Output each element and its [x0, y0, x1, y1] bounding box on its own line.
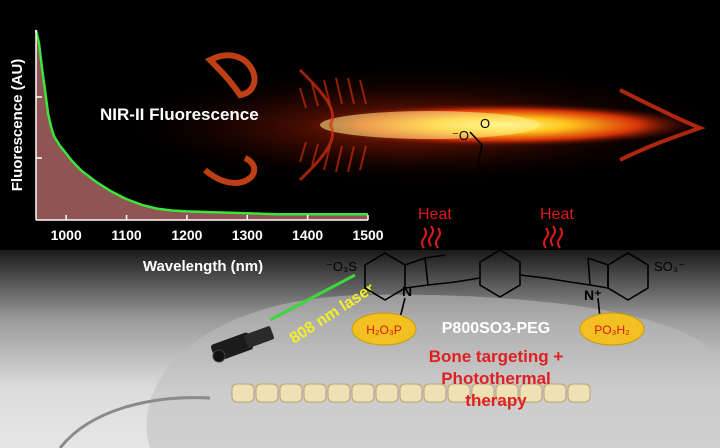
x-tick-label: 1100: [111, 227, 142, 243]
x-tick-label: 1200: [171, 227, 202, 243]
phosphonate-right-label: PO₃H₂: [594, 323, 630, 337]
heat-label-right: Heat: [540, 206, 574, 223]
nir-fluorescence-image: [120, 52, 720, 186]
x-tick-label: 1500: [352, 227, 383, 243]
phosphonate-left-label: H₂O₃P: [366, 323, 402, 337]
spine-bones-graphic: [231, 383, 591, 403]
spectrum-chart: 1000 1100 1200 1300 1400 1500 Wavelength (nm)…: [9, 29, 384, 275]
spectrum-area: [36, 30, 368, 220]
therapy-line-1: Bone targeting +: [429, 347, 564, 366]
mouse-body-silhouette: [146, 294, 720, 448]
oxygen-atom-1: O: [494, 201, 504, 216]
molecule-name: P800SO3-PEG: [442, 320, 551, 337]
phosphonate-badge-left: [351, 312, 417, 346]
x-ticks: 1000 1100 1200 1300 1400 1500: [51, 215, 384, 243]
oxygen-atom-2: O: [494, 172, 504, 187]
heat-waves-icon: [421, 225, 563, 249]
sulfonate-left: ⁻O₃S: [326, 259, 357, 274]
laser-beam: [269, 273, 356, 322]
sulfonate-right: SO₃⁻: [654, 259, 685, 274]
carboxylate-oxygen: ⁻O: [452, 128, 469, 143]
phosphonate-badge-right: [579, 312, 645, 346]
x-axis-label: Wavelength (nm): [143, 258, 263, 275]
laser-device-icon: [210, 326, 274, 363]
x-tick-label: 1000: [51, 227, 82, 243]
nitrogen-left: N: [402, 283, 412, 299]
heat-label-left: Heat: [418, 206, 452, 223]
spectrum-line: [34, 29, 368, 216]
therapy-line-2: Photothermal: [441, 369, 551, 388]
x-tick-label: 1300: [232, 227, 263, 243]
mouse-whisker: [58, 396, 211, 448]
x-tick-label: 1400: [292, 227, 323, 243]
y-axis-label: Fluorescence (AU): [9, 59, 26, 192]
carbonyl-oxygen: O: [480, 116, 490, 131]
nir-annotation: NIR-II Fluorescence: [100, 105, 259, 124]
nitrogen-right: N⁺: [584, 287, 602, 303]
sulfur-atom: S: [496, 234, 505, 249]
therapy-line-3: therapy: [465, 391, 527, 410]
